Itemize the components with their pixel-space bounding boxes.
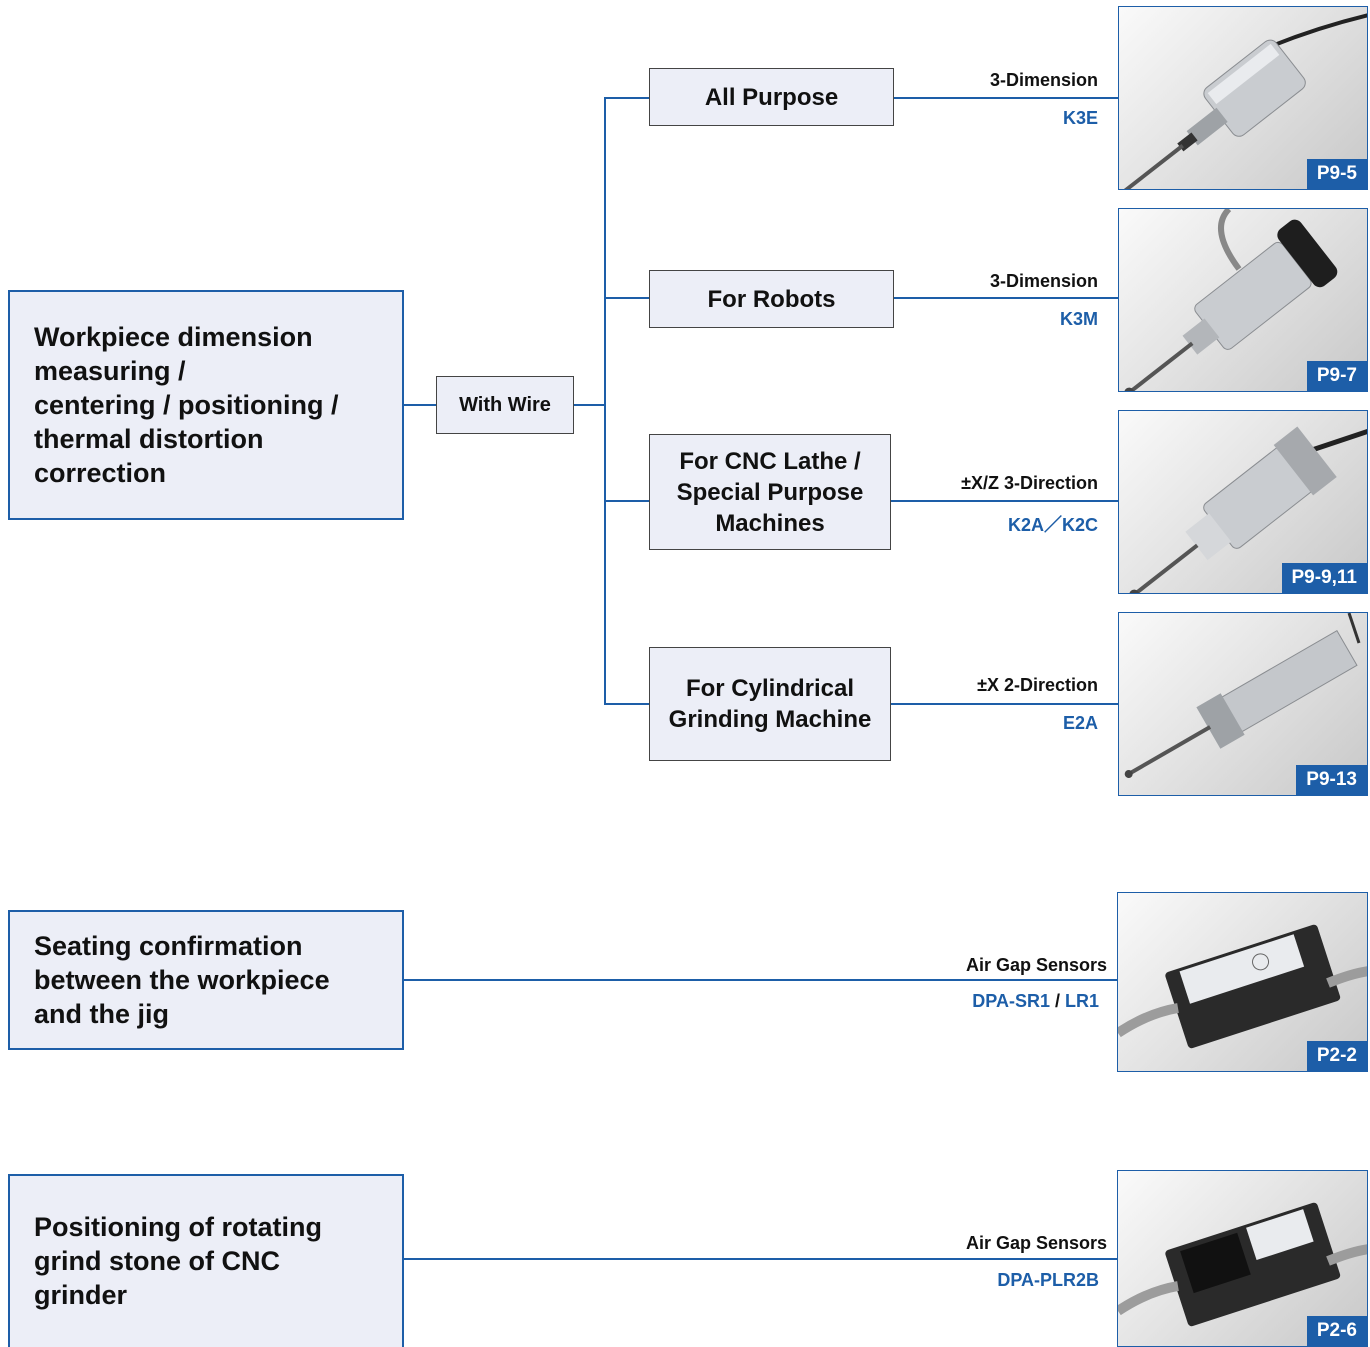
- connector-wire-to-trunk: [574, 404, 606, 406]
- page-reference-badge: P2-2: [1306, 1041, 1367, 1071]
- model-k2c: K2C: [1061, 515, 1098, 535]
- connector-seating-to-product: [403, 979, 1118, 981]
- page-reference-badge: P9-13: [1296, 765, 1367, 795]
- model-label: DPA-PLR2B: [997, 1270, 1099, 1290]
- category-box-all-purpose: All Purpose: [649, 68, 894, 126]
- model-separator: ／: [1043, 515, 1062, 535]
- touch-probe-icon: [1120, 13, 1367, 189]
- touch-probe-icon: [1124, 209, 1338, 391]
- vertical-trunk: [604, 97, 606, 705]
- root-box-workpiece-measuring: Workpiece dimension measuring / centerin…: [8, 290, 404, 520]
- with-wire-label: With Wire: [459, 393, 551, 416]
- seating-confirmation-box: Seating confirmation between the workpie…: [8, 910, 404, 1050]
- model-label: K3E: [1062, 108, 1098, 128]
- sensor-type-label: Air Gap Sensors: [965, 955, 1107, 975]
- direction-label: 3-Dimension: [989, 70, 1098, 90]
- category-label: For Robots: [707, 285, 836, 313]
- category-box-cylindrical-grinding: For Cylindrical Grinding Machine: [649, 647, 891, 761]
- product-photo-dpa-sr1: P2-2: [1117, 892, 1368, 1072]
- model-label: DPA-SR1 / LR1: [972, 991, 1099, 1012]
- product-photo-k3e: P9-5: [1118, 6, 1368, 190]
- page-reference-badge: P9-9,11: [1281, 563, 1367, 593]
- connector-branch-4-to-product: [891, 703, 1119, 705]
- product-photo-dpa-plr2b: P2-6: [1117, 1170, 1368, 1347]
- connector-branch-3-to-product: [891, 500, 1119, 502]
- page-reference-badge: P9-5: [1306, 159, 1367, 189]
- positioning-box: Positioning of rotating grind stone of C…: [8, 1174, 404, 1347]
- category-box-cnc-lathe: For CNC Lathe / Special Purpose Machines: [649, 434, 891, 550]
- seating-label: Seating confirmation between the workpie…: [34, 931, 330, 1029]
- category-box-for-robots: For Robots: [649, 270, 894, 328]
- connector-branch-2-to-product: [894, 297, 1119, 299]
- product-photo-k3m: P9-7: [1118, 208, 1368, 392]
- direction-label: ±X 2-Direction: [977, 675, 1098, 695]
- direction-label: 3-Dimension: [989, 271, 1098, 291]
- direction-label: ±X/Z 3-Direction: [961, 473, 1098, 493]
- connector-root-to-wire: [403, 404, 436, 406]
- model-label: K2A／K2C: [1008, 511, 1098, 537]
- connector-branch-1-to-product: [894, 97, 1119, 99]
- category-label: For CNC Lathe / Special Purpose Machines: [676, 447, 864, 537]
- connector-trunk-branch-1: [604, 97, 649, 99]
- root-label: Workpiece dimension measuring / centerin…: [34, 322, 339, 488]
- model-lr1: LR1: [1064, 991, 1099, 1011]
- touch-probe-icon: [1124, 613, 1361, 778]
- model-dpa-sr1: DPA-SR1: [972, 991, 1050, 1011]
- touch-probe-icon: [1129, 426, 1367, 593]
- air-gap-sensor-icon: [1118, 1202, 1367, 1327]
- page-reference-badge: P2-6: [1306, 1316, 1367, 1346]
- with-wire-box: With Wire: [436, 376, 574, 434]
- model-k2a: K2A: [1007, 515, 1044, 535]
- connector-trunk-branch-4: [604, 703, 649, 705]
- positioning-label: Positioning of rotating grind stone of C…: [34, 1212, 322, 1310]
- product-photo-k2a: P9-9,11: [1118, 410, 1368, 594]
- page-reference-badge: P9-7: [1306, 361, 1367, 391]
- connector-positioning-to-product: [403, 1258, 1118, 1260]
- connector-trunk-branch-2: [604, 297, 649, 299]
- connector-trunk-branch-3: [604, 500, 649, 502]
- category-label: For Cylindrical Grinding Machine: [668, 675, 872, 733]
- model-separator: /: [1049, 991, 1065, 1011]
- air-gap-sensor-icon: [1118, 924, 1367, 1049]
- product-photo-e2a: P9-13: [1118, 612, 1368, 796]
- sensor-type-label: Air Gap Sensors: [965, 1233, 1107, 1253]
- model-label: E2A: [1062, 713, 1098, 733]
- model-label: K3M: [1059, 309, 1098, 329]
- category-label: All Purpose: [704, 83, 839, 111]
